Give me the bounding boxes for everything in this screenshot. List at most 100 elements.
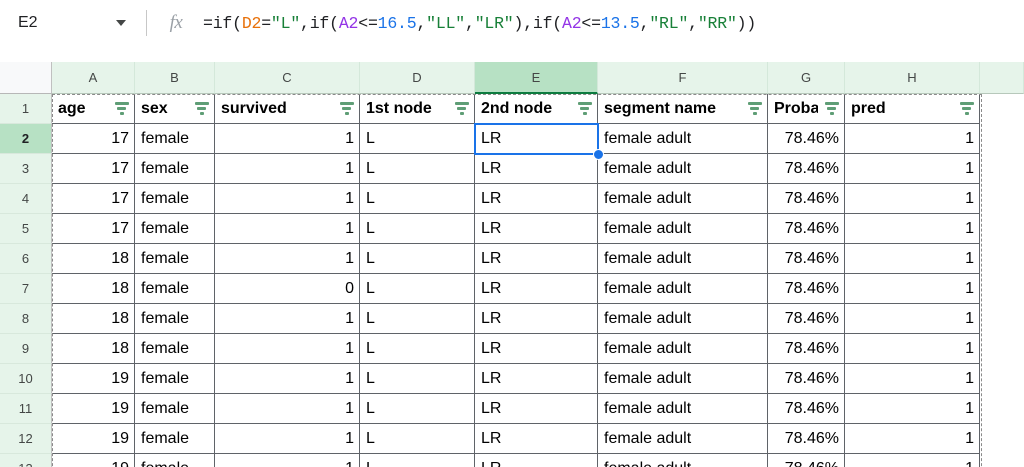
cell-e5[interactable]: LR <box>475 214 598 244</box>
row-header-10[interactable]: 10 <box>0 364 52 394</box>
cell-b12[interactable]: female <box>135 424 215 454</box>
cell-b9[interactable]: female <box>135 334 215 364</box>
cell-g6[interactable]: 78.46% <box>768 244 845 274</box>
column-header-a[interactable]: A <box>52 62 135 94</box>
cell-a12[interactable]: 19 <box>52 424 135 454</box>
filter-icon[interactable] <box>194 102 209 115</box>
cell-g8[interactable]: 78.46% <box>768 304 845 334</box>
blank-cell[interactable] <box>980 124 1024 154</box>
cell-f6[interactable]: female adult <box>598 244 768 274</box>
column-header-h[interactable]: H <box>845 62 980 94</box>
cell-f9[interactable]: female adult <box>598 334 768 364</box>
cell-g7[interactable]: 78.46% <box>768 274 845 304</box>
column-header-f[interactable]: F <box>598 62 768 94</box>
cell-g4[interactable]: 78.46% <box>768 184 845 214</box>
cell-c11[interactable]: 1 <box>215 394 360 424</box>
cell-d6[interactable]: L <box>360 244 475 274</box>
row-header-3[interactable]: 3 <box>0 154 52 184</box>
blank-cell[interactable] <box>980 274 1024 304</box>
row-header-8[interactable]: 8 <box>0 304 52 334</box>
cell-c7[interactable]: 0 <box>215 274 360 304</box>
cell-f4[interactable]: female adult <box>598 184 768 214</box>
column-header-b[interactable]: B <box>135 62 215 94</box>
cell-h10[interactable]: 1 <box>845 364 980 394</box>
header-cell-g1[interactable]: Proba <box>768 94 845 124</box>
filter-icon[interactable] <box>959 102 974 115</box>
cell-h8[interactable]: 1 <box>845 304 980 334</box>
cell-a6[interactable]: 18 <box>52 244 135 274</box>
blank-cell[interactable] <box>980 214 1024 244</box>
row-header-11[interactable]: 11 <box>0 394 52 424</box>
row-header-13[interactable]: 13 <box>0 454 52 467</box>
header-cell-e1[interactable]: 2nd node <box>475 94 598 124</box>
cell-d9[interactable]: L <box>360 334 475 364</box>
cell-d8[interactable]: L <box>360 304 475 334</box>
cell-c10[interactable]: 1 <box>215 364 360 394</box>
cell-b7[interactable]: female <box>135 274 215 304</box>
row-header-1[interactable]: 1 <box>0 94 52 124</box>
cell-h5[interactable]: 1 <box>845 214 980 244</box>
cell-h3[interactable]: 1 <box>845 154 980 184</box>
cell-h12[interactable]: 1 <box>845 424 980 454</box>
cell-b5[interactable]: female <box>135 214 215 244</box>
column-header-c[interactable]: C <box>215 62 360 94</box>
cell-f13[interactable]: female adult <box>598 454 768 467</box>
cell-h2[interactable]: 1 <box>845 124 980 154</box>
filter-icon[interactable] <box>577 102 592 115</box>
header-cell-a1[interactable]: age <box>52 94 135 124</box>
filter-icon[interactable] <box>747 102 762 115</box>
cell-e4[interactable]: LR <box>475 184 598 214</box>
row-header-12[interactable]: 12 <box>0 424 52 454</box>
cell-d13[interactable]: L <box>360 454 475 467</box>
cell-c4[interactable]: 1 <box>215 184 360 214</box>
blank-cell[interactable] <box>980 394 1024 424</box>
cell-b8[interactable]: female <box>135 304 215 334</box>
column-header-g[interactable]: G <box>768 62 845 94</box>
row-header-9[interactable]: 9 <box>0 334 52 364</box>
cell-b13[interactable]: female <box>135 454 215 467</box>
cell-d7[interactable]: L <box>360 274 475 304</box>
cell-f7[interactable]: female adult <box>598 274 768 304</box>
filter-icon[interactable] <box>454 102 469 115</box>
cell-e7[interactable]: LR <box>475 274 598 304</box>
row-header-4[interactable]: 4 <box>0 184 52 214</box>
cell-a4[interactable]: 17 <box>52 184 135 214</box>
blank-cell[interactable] <box>980 304 1024 334</box>
blank-cell[interactable] <box>980 154 1024 184</box>
cell-g13[interactable]: 78.46% <box>768 454 845 467</box>
cell-a10[interactable]: 19 <box>52 364 135 394</box>
cell-f5[interactable]: female adult <box>598 214 768 244</box>
cell-f3[interactable]: female adult <box>598 154 768 184</box>
chevron-down-icon[interactable] <box>116 20 126 26</box>
cell-a7[interactable]: 18 <box>52 274 135 304</box>
blank-cell[interactable] <box>980 454 1024 467</box>
cell-f8[interactable]: female adult <box>598 304 768 334</box>
row-header-7[interactable]: 7 <box>0 274 52 304</box>
cell-c6[interactable]: 1 <box>215 244 360 274</box>
cell-h11[interactable]: 1 <box>845 394 980 424</box>
cell-c12[interactable]: 1 <box>215 424 360 454</box>
cell-c8[interactable]: 1 <box>215 304 360 334</box>
cell-h9[interactable]: 1 <box>845 334 980 364</box>
filter-icon[interactable] <box>339 102 354 115</box>
cell-b11[interactable]: female <box>135 394 215 424</box>
cell-e11[interactable]: LR <box>475 394 598 424</box>
cell-d5[interactable]: L <box>360 214 475 244</box>
column-header-e[interactable]: E <box>475 62 598 94</box>
cell-d4[interactable]: L <box>360 184 475 214</box>
cell-e8[interactable]: LR <box>475 304 598 334</box>
cell-e3[interactable]: LR <box>475 154 598 184</box>
cell-a5[interactable]: 17 <box>52 214 135 244</box>
cell-f10[interactable]: female adult <box>598 364 768 394</box>
blank-cell[interactable] <box>980 334 1024 364</box>
blank-cell[interactable] <box>980 244 1024 274</box>
cell-c13[interactable]: 1 <box>215 454 360 467</box>
cell-a11[interactable]: 19 <box>52 394 135 424</box>
cell-b4[interactable]: female <box>135 184 215 214</box>
header-cell-b1[interactable]: sex <box>135 94 215 124</box>
header-cell-h1[interactable]: pred <box>845 94 980 124</box>
cell-f11[interactable]: female adult <box>598 394 768 424</box>
cell-f12[interactable]: female adult <box>598 424 768 454</box>
cell-e13[interactable]: LR <box>475 454 598 467</box>
formula-input[interactable]: =if(D2="L",if(A2<=16.5,"LL","LR"),if(A2<… <box>203 14 756 33</box>
